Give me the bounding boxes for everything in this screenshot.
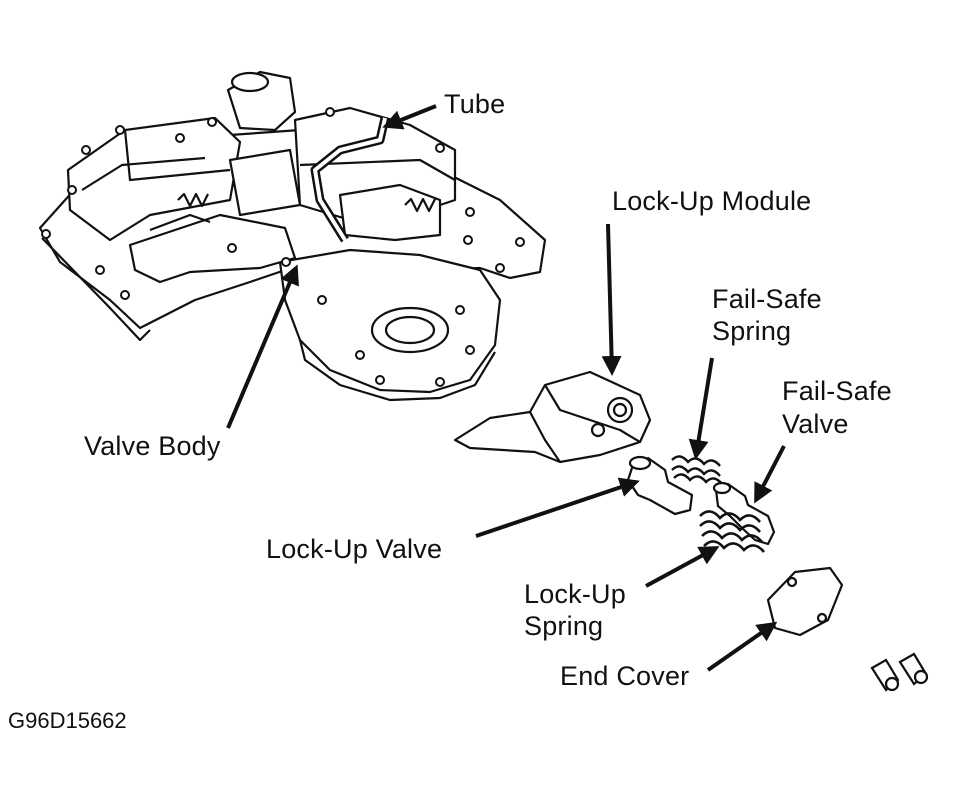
lockup-module-arrow bbox=[601, 223, 622, 376]
lockup-spring bbox=[699, 510, 765, 553]
label-failsafe-spring-line2: Spring bbox=[712, 316, 792, 346]
label-failsafe-valve-line2: Valve bbox=[782, 409, 849, 439]
lockup-spring-arrow bbox=[645, 546, 720, 588]
label-valve-body: Valve Body bbox=[84, 431, 221, 461]
lockup-module bbox=[453, 370, 652, 464]
lockup-valve-spool bbox=[626, 455, 694, 516]
end-cover-arrow bbox=[706, 621, 778, 672]
figure-id: G96D15662 bbox=[8, 708, 127, 733]
label-failsafe-spring-line1: Fail-Safe bbox=[712, 284, 822, 314]
label-lockup-module: Lock-Up Module bbox=[612, 186, 812, 216]
lockup-valve-arrow bbox=[475, 477, 640, 538]
manual-lever bbox=[128, 213, 297, 284]
leader-arrows bbox=[226, 104, 786, 672]
valve-body-arrow bbox=[226, 264, 299, 429]
failsafe-valve-spool bbox=[712, 481, 776, 546]
label-lockup-spring-line2: Spring bbox=[524, 611, 604, 641]
valve-body-assembly bbox=[38, 70, 547, 402]
failsafe-spring-arrow bbox=[688, 357, 714, 460]
label-lockup-valve: Lock-Up Valve bbox=[266, 534, 443, 564]
tube-arrow bbox=[382, 104, 437, 130]
label-failsafe-valve-line1: Fail-Safe bbox=[782, 376, 892, 406]
end-cover bbox=[766, 566, 844, 637]
label-end-cover: End Cover bbox=[560, 661, 690, 691]
label-tube: Tube bbox=[444, 89, 506, 119]
valve-body-housing bbox=[66, 116, 242, 242]
end-cover-screws bbox=[870, 652, 929, 692]
failsafe-spring bbox=[671, 455, 723, 485]
label-lockup-spring-line1: Lock-Up bbox=[524, 579, 626, 609]
bolt-heads bbox=[41, 107, 525, 387]
failsafe-valve-arrow bbox=[754, 445, 786, 504]
